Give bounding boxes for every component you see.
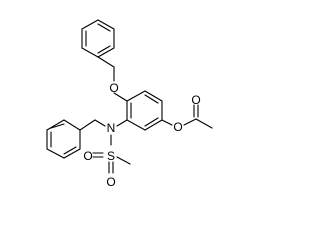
sulfur-label: S xyxy=(107,149,115,163)
sulfonyl-oxygen-left-label: O xyxy=(83,149,92,163)
acetate-group xyxy=(161,104,213,129)
molecule-drawing: O N S O O O O xyxy=(46,19,213,189)
central-ring xyxy=(126,90,163,131)
benzyl-ether-linker xyxy=(97,56,128,102)
ester-oxygen-label: O xyxy=(173,120,182,134)
nitrogen-label: N xyxy=(107,121,116,135)
structure-canvas: O N S O O O O xyxy=(46,19,213,189)
ether-oxygen-label: O xyxy=(109,81,118,95)
benzyl-ring-top xyxy=(81,19,115,58)
amine-linker xyxy=(79,119,128,146)
benzyl-ring-bottom xyxy=(46,119,81,159)
sulfonyl-group xyxy=(92,152,131,174)
sulfonyl-oxygen-bottom-label: O xyxy=(106,175,115,189)
carbonyl-oxygen-label: O xyxy=(191,93,200,107)
